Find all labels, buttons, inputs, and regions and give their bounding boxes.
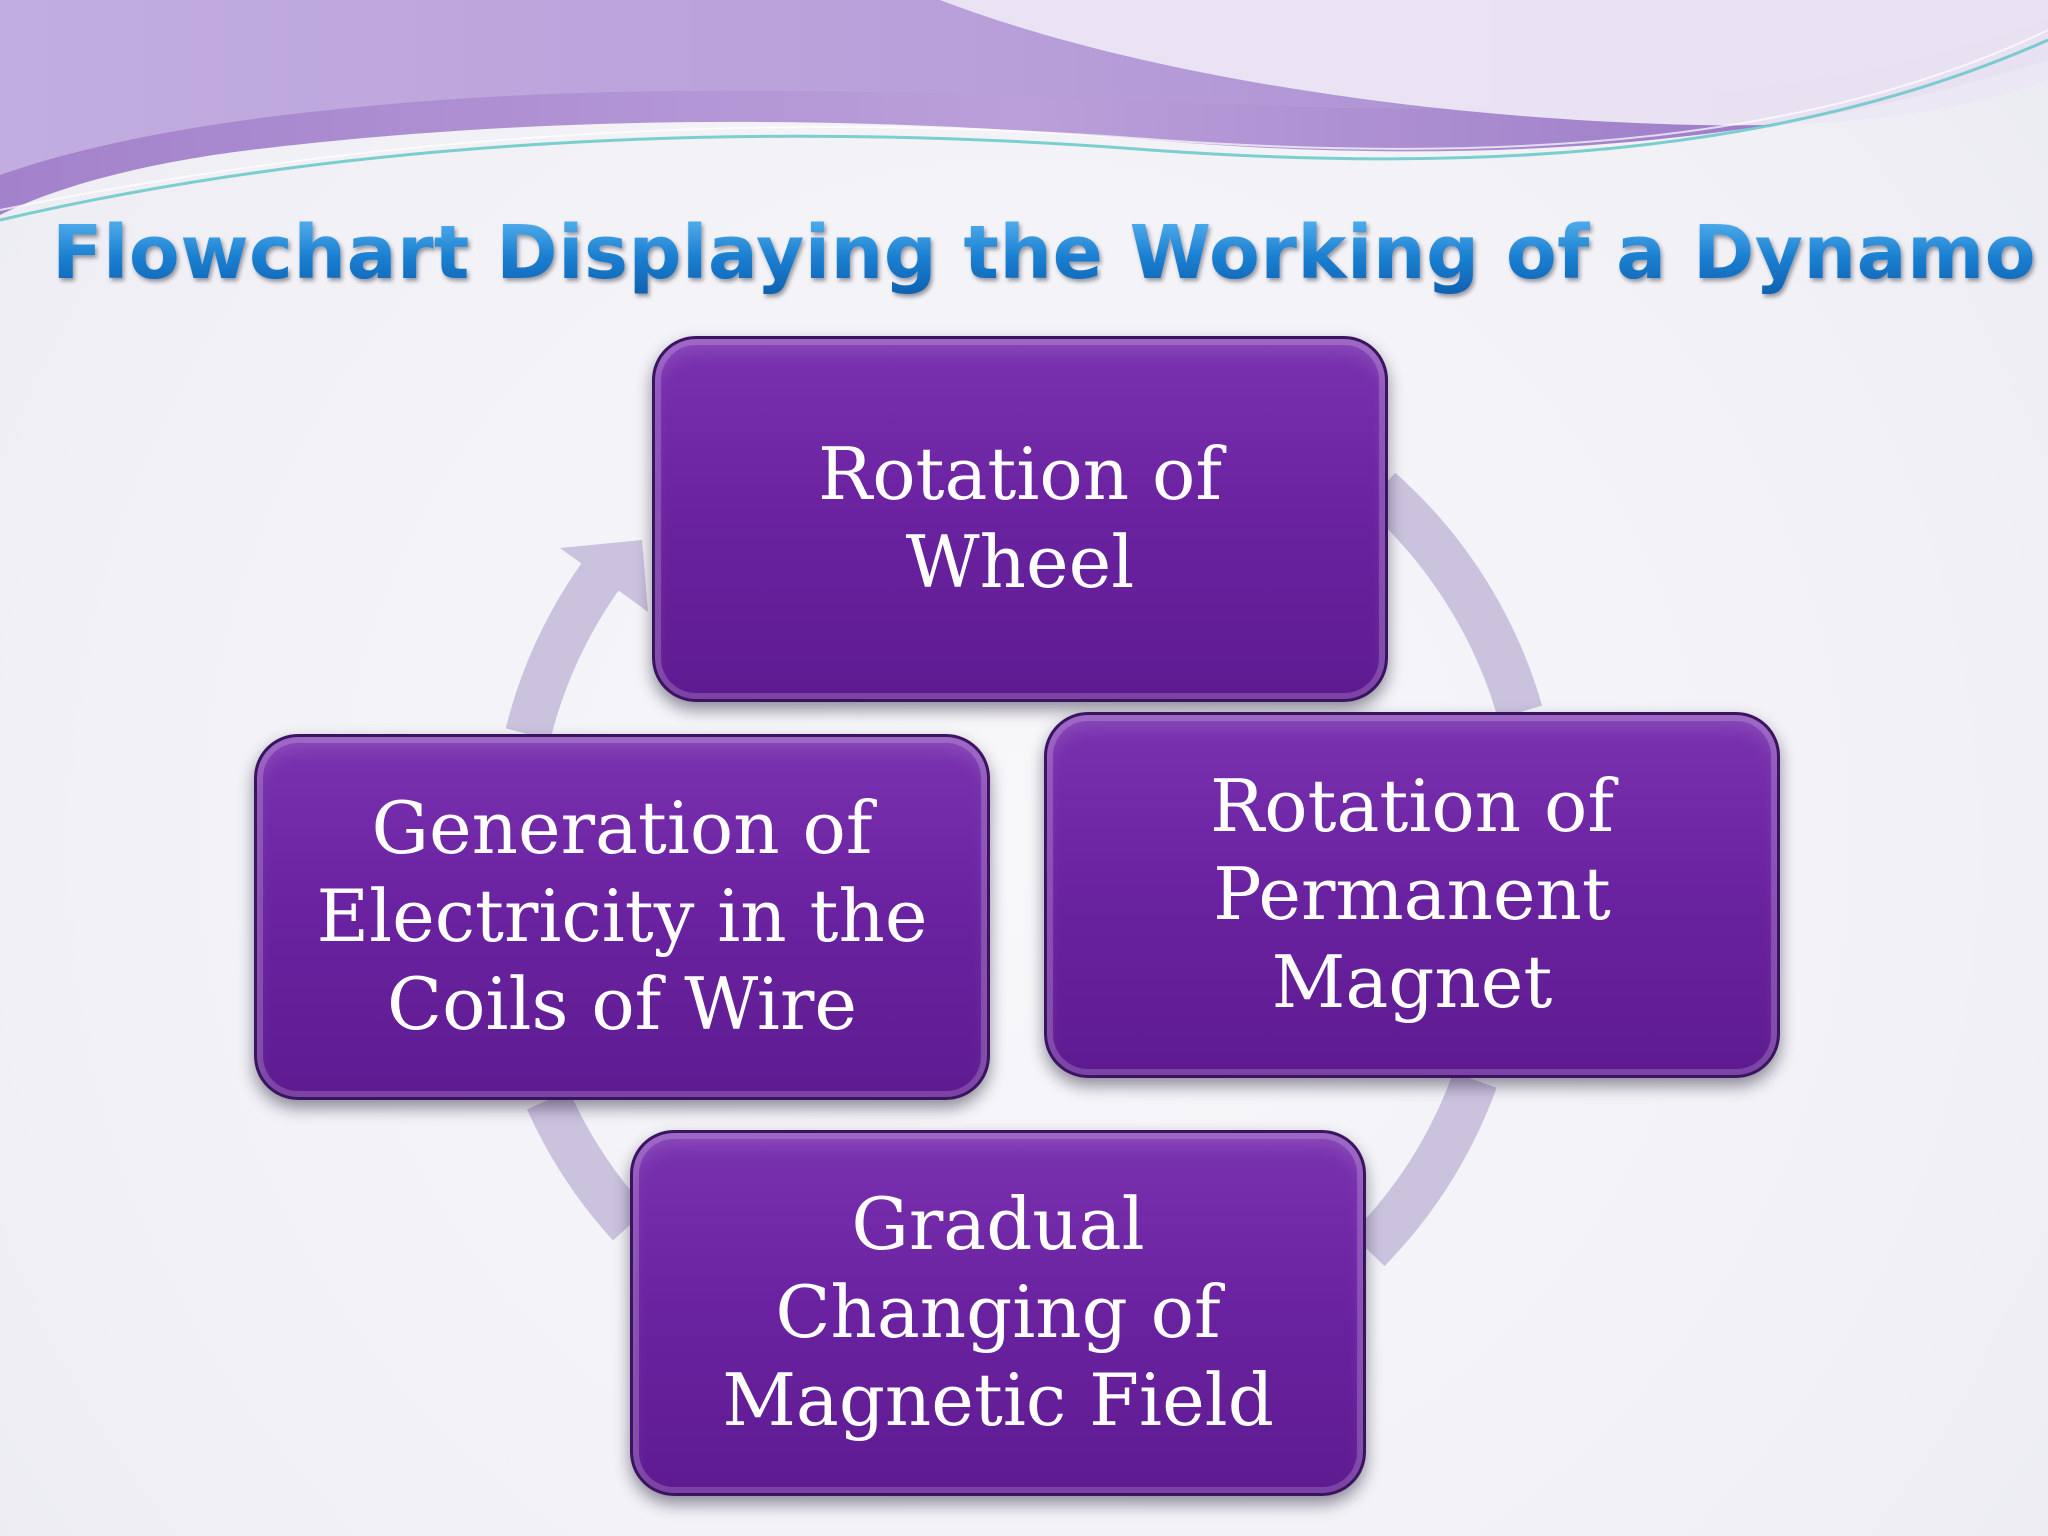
node-label: Generation of Electricity in the Coils o… — [316, 786, 928, 1046]
node-label: Gradual Changing of Magnetic Field — [722, 1182, 1274, 1442]
slide-title: Flowchart Displaying the Working of a Dy… — [0, 210, 2048, 296]
arrow-arc-right-bottom — [1351, 1071, 1497, 1267]
node-rotation-of-permanent-magnet: Rotation of Permanent Magnet — [1044, 712, 1780, 1078]
node-label: Rotation of Wheel — [818, 432, 1222, 604]
node-generation-of-electricity: Generation of Electricity in the Coils o… — [254, 734, 990, 1100]
node-rotation-of-wheel: Rotation of Wheel — [652, 336, 1388, 702]
node-label: Rotation of Permanent Magnet — [1210, 764, 1614, 1024]
arrow-arc-left-top — [505, 556, 624, 740]
node-gradual-changing-of-magnetic-field: Gradual Changing of Magnetic Field — [630, 1130, 1366, 1496]
arrow-arc-top-right — [1364, 472, 1543, 719]
arrow-arc-bottom-left — [527, 1090, 648, 1241]
header-wave-decoration — [0, 0, 2048, 222]
arrowhead-icon — [560, 540, 648, 612]
